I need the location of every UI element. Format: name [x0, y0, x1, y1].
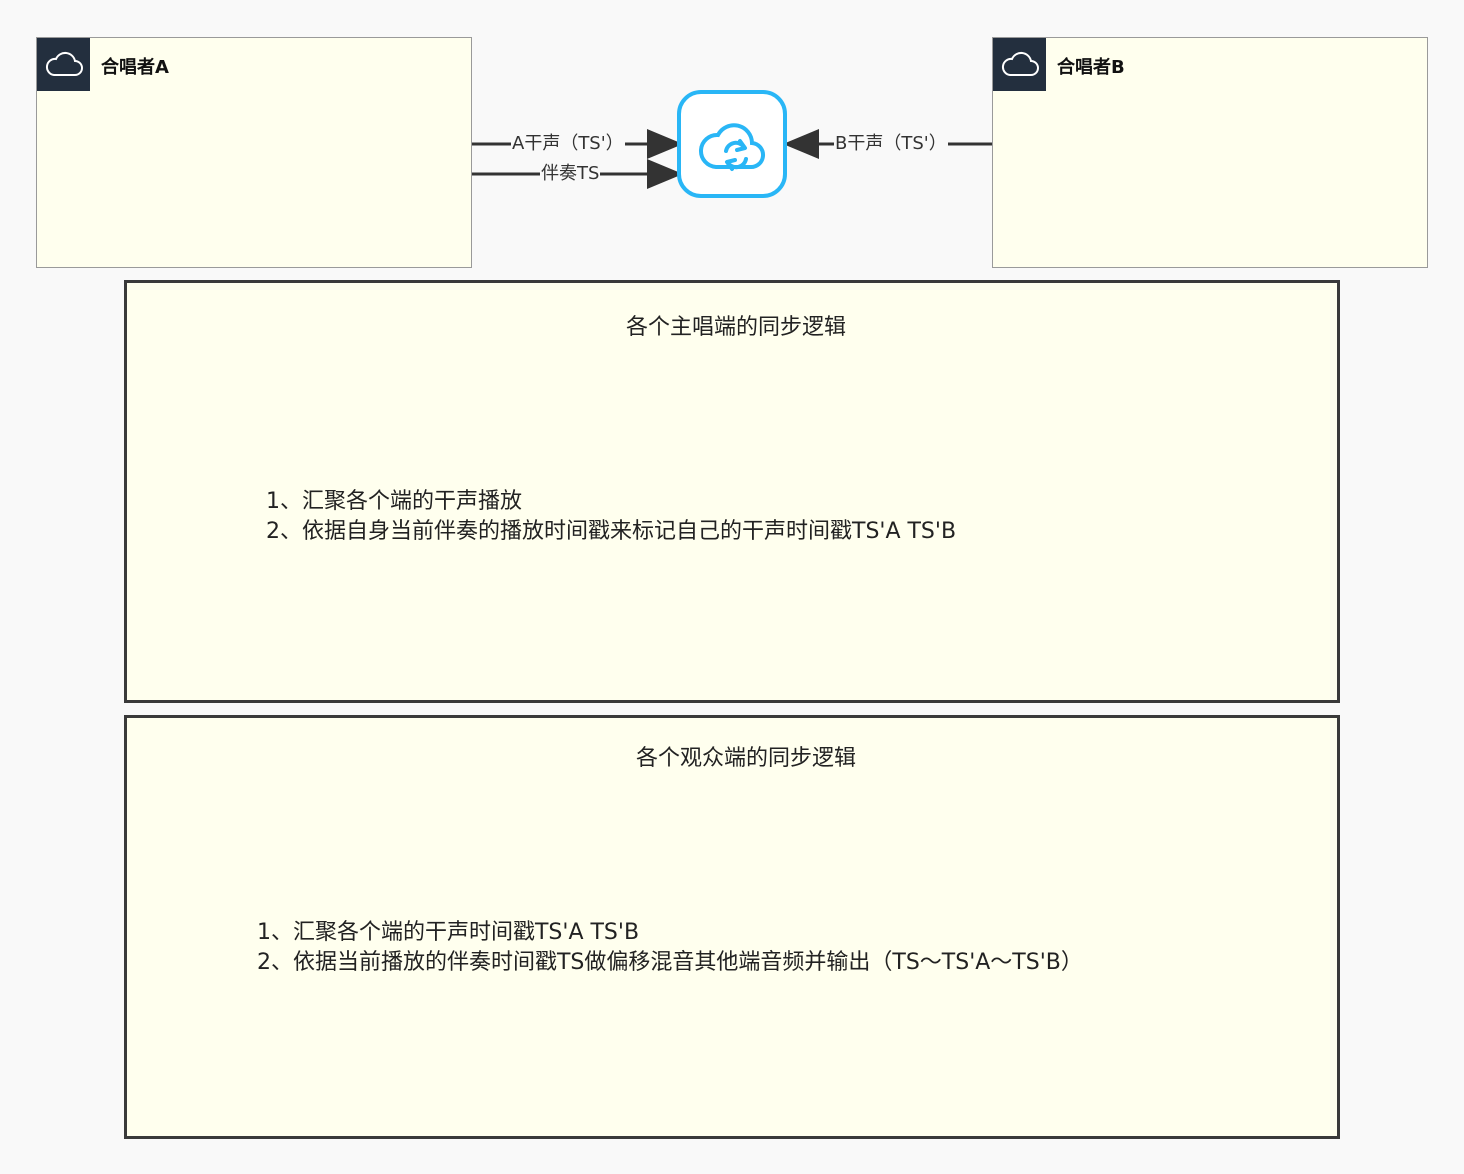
- singer-sync-panel[interactable]: 各个主唱端的同步逻辑 1、汇聚各个端的干声播放 2、依据自身当前伴奏的播放时间戳…: [124, 280, 1340, 703]
- audience-sync-steps: 1、汇聚各个端的干声时间戳TS'A TS'B 2、依据当前播放的伴奏时间戳TS做…: [257, 918, 1083, 978]
- singer-sync-title: 各个主唱端的同步逻辑: [625, 315, 846, 340]
- singer-b-group[interactable]: 合唱者B: [992, 37, 1428, 268]
- audience-sync-step-1: 1、汇聚各个端的干声时间戳TS'A TS'B: [257, 920, 640, 945]
- cloud-icon: [993, 38, 1046, 91]
- singer-sync-step-1: 1、汇聚各个端的干声播放: [266, 489, 522, 514]
- audience-sync-title: 各个观众端的同步逻辑: [635, 746, 856, 771]
- cloud-sync-icon[interactable]: [676, 89, 788, 199]
- edge-label-accompaniment: 伴奏TS: [540, 163, 601, 185]
- singer-a-title: 合唱者A: [101, 57, 169, 78]
- singer-sync-steps: 1、汇聚各个端的干声播放 2、依据自身当前伴奏的播放时间戳来标记自己的干声时间戳…: [266, 487, 956, 547]
- cloud-icon: [37, 38, 90, 91]
- singer-sync-step-2: 2、依据自身当前伴奏的播放时间戳来标记自己的干声时间戳TS'A TS'B: [266, 519, 957, 544]
- edge-label-b-vocal: B干声（TS'）: [834, 133, 948, 155]
- edge-label-a-vocal: A干声（TS'）: [511, 133, 625, 155]
- singer-a-group[interactable]: 合唱者A: [36, 37, 472, 268]
- audience-sync-step-2: 2、依据当前播放的伴奏时间戳TS做偏移混音其他端音频并输出（TS～TS'A～TS…: [257, 950, 1083, 975]
- singer-b-title: 合唱者B: [1057, 57, 1125, 78]
- audience-sync-panel[interactable]: 各个观众端的同步逻辑 1、汇聚各个端的干声时间戳TS'A TS'B 2、依据当前…: [124, 715, 1340, 1139]
